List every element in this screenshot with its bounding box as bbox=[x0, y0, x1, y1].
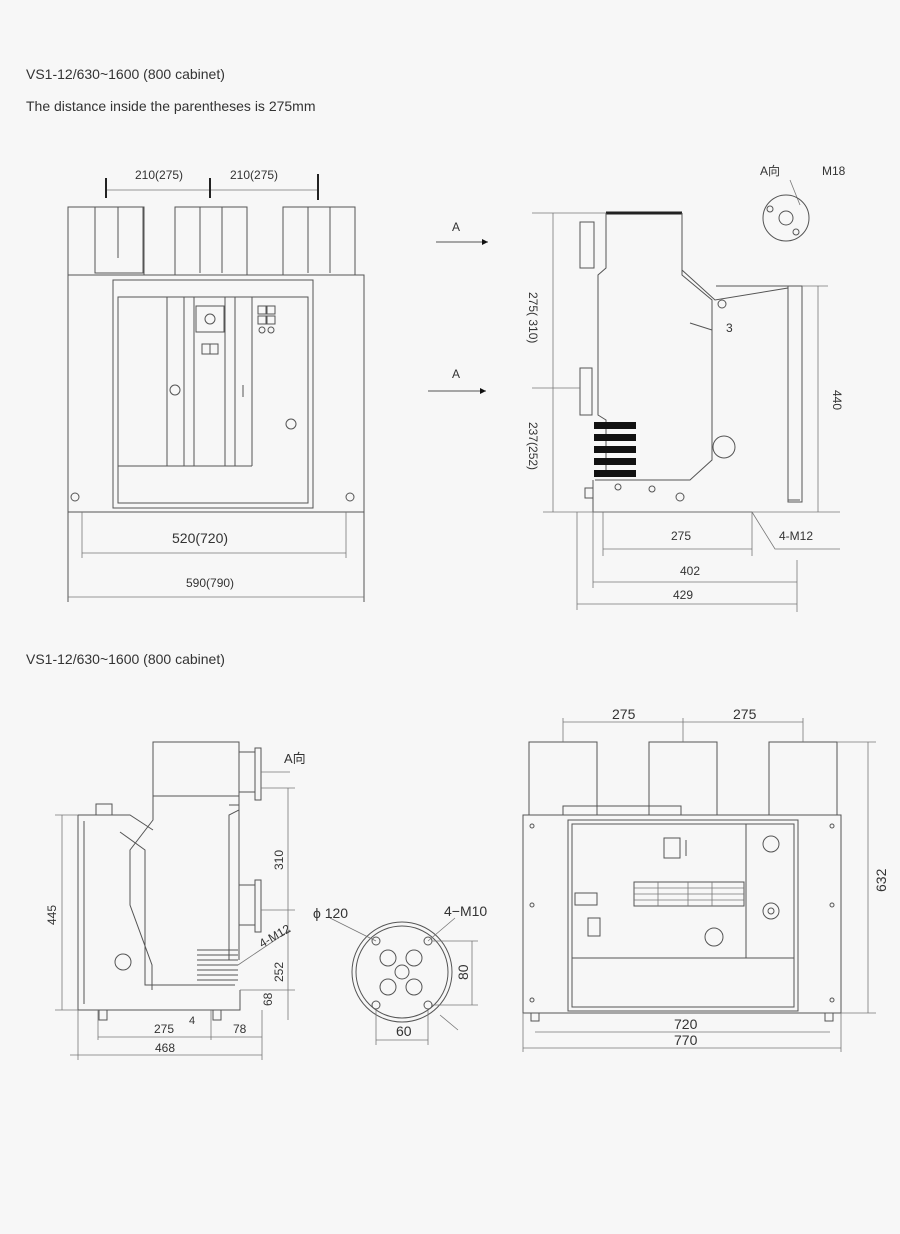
pitch-right-label: 210(275) bbox=[230, 168, 278, 182]
parentheses-note: The distance inside the parentheses is 2… bbox=[26, 98, 316, 114]
small-4-label: 4 bbox=[189, 1015, 195, 1027]
inner-width-label: 520(720) bbox=[172, 530, 228, 546]
top-side-view: 3 A向 M18 275( 310) 237(252) 440 275 bbox=[526, 163, 846, 612]
thread-label: M18 bbox=[822, 164, 846, 178]
callout-3-label: 3 bbox=[726, 321, 733, 335]
flange-view-label: A向 bbox=[760, 163, 780, 178]
bottom-front-view: 275 275 632 720 770 bbox=[522, 706, 889, 1052]
bottom-side-view: A向 445 310 252 68 4-M12 275 78 4 468 bbox=[45, 741, 306, 1060]
bf-pitch-left-label: 275 bbox=[612, 706, 636, 722]
outer-width-label: 590(790) bbox=[186, 576, 234, 590]
lower-height-label: 237(252) bbox=[526, 422, 540, 470]
depth-275-label: 275 bbox=[671, 529, 691, 543]
bf-outer-width-label: 770 bbox=[674, 1032, 698, 1048]
flange-pitch-v-label: 80 bbox=[455, 964, 471, 980]
title-top: VS1-12/630~1600 (800 cabinet) bbox=[26, 66, 225, 82]
depth-429-label: 429 bbox=[673, 588, 693, 602]
arrow-a-upper-label: A bbox=[452, 220, 460, 234]
a-view-label: A向 bbox=[284, 751, 306, 766]
upper-height-label: 275( 310) bbox=[526, 292, 540, 343]
flange-view: ϕ 120 4−M10 80 60 bbox=[313, 903, 487, 1045]
mount-bolts-label: 4-M12 bbox=[779, 529, 813, 543]
top-front-view: 210(275) 210(275) 520(720) 590(790) bbox=[67, 168, 365, 602]
depth-402-label: 402 bbox=[680, 564, 700, 578]
depth-468-label: 468 bbox=[155, 1041, 175, 1055]
arrow-a-lower-label: A bbox=[452, 367, 460, 381]
height-632-label: 632 bbox=[873, 868, 889, 892]
height-445-label: 445 bbox=[45, 905, 59, 925]
height-252-label: 252 bbox=[272, 962, 286, 982]
bf-inner-width-label: 720 bbox=[674, 1016, 698, 1032]
pitch-left-label: 210(275) bbox=[135, 168, 183, 182]
flange-pitch-h-label: 60 bbox=[396, 1023, 412, 1039]
bf-pitch-right-label: 275 bbox=[733, 706, 757, 722]
depth-78-label: 78 bbox=[233, 1022, 247, 1036]
depth-275-label: 275 bbox=[154, 1022, 174, 1036]
flange-bolts-label: 4−M10 bbox=[444, 903, 487, 919]
view-arrows: A A bbox=[428, 220, 488, 394]
flange-diameter-label: ϕ 120 bbox=[313, 905, 348, 921]
height-440-label: 440 bbox=[830, 390, 844, 410]
height-68-label: 68 bbox=[261, 992, 275, 1006]
height-310-label: 310 bbox=[272, 850, 286, 870]
title-bottom: VS1-12/630~1600 (800 cabinet) bbox=[26, 651, 225, 667]
